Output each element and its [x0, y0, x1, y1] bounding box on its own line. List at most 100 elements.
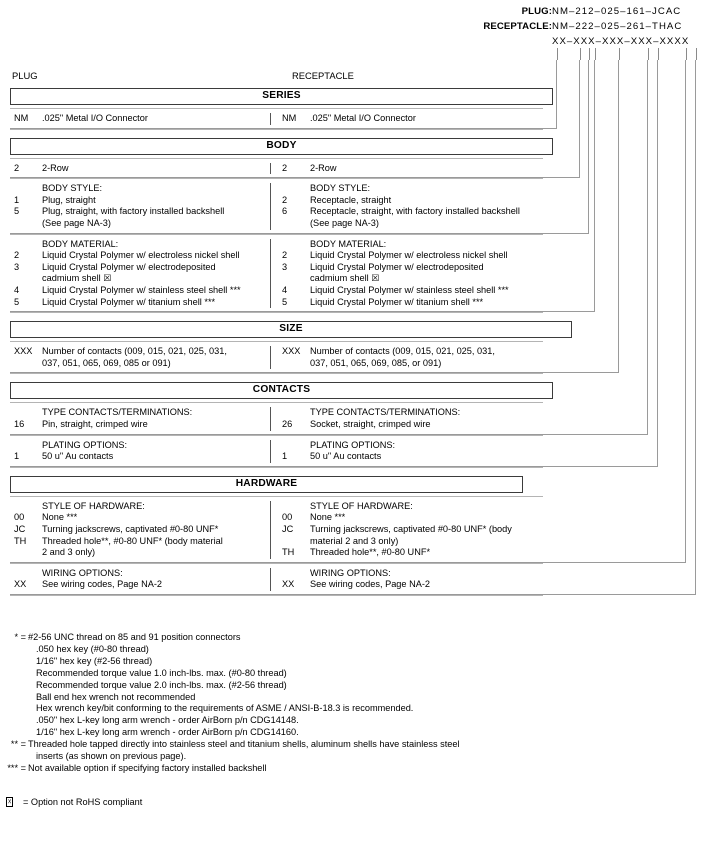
receptacle-option-desc: .025" Metal I/O Connector	[310, 113, 416, 123]
plug-option-desc: None ***	[42, 512, 78, 523]
receptacle-option-code: 1	[282, 451, 288, 462]
footnote-doublestar: ** = Threaded hole tapped directly into …	[6, 739, 696, 751]
part-number-tick-5	[648, 48, 649, 60]
footnote-rohs: ☓ = Option not RoHS compliant	[6, 796, 696, 809]
option-group	[10, 233, 543, 313]
plug-option-code: XX	[14, 579, 27, 590]
part-number-template: XX–XXX–XXX–XXX–XXXX	[552, 36, 690, 47]
plug-option-code: 5	[14, 206, 20, 217]
part-number-tick-3	[595, 48, 596, 60]
receptacle-option-code: 4	[282, 285, 288, 295]
plug-group-header-text: WIRING OPTIONS:	[42, 567, 123, 578]
receptacle-group-header-text: BODY STYLE:	[310, 183, 371, 194]
column-divider	[270, 407, 271, 431]
part-number-row-template: XX–XXX–XXX–XXX–XXXX	[0, 34, 710, 49]
receptacle-option-desc: 2-Row	[310, 162, 337, 173]
plug-option-code: 1	[14, 194, 20, 205]
section-rule	[10, 128, 543, 130]
footnote-triplestar-marker: *** =	[7, 762, 26, 773]
section-title-size: SIZE	[10, 321, 572, 339]
part-number-header: PLUG: NM–212–025–161–JCAC RECEPTACLE: NM…	[0, 4, 710, 52]
column-heading-receptacle: RECEPTACLE	[292, 70, 354, 81]
footnote-star-sub-0: .050 hex key (#0-80 thread)	[36, 643, 149, 654]
plug-option-code: 2	[14, 162, 20, 173]
receptacle-option-desc: Liquid Crystal Polymer w/ titanium shell…	[310, 296, 484, 307]
plug-option-code: 16	[14, 419, 25, 429]
plug-option-desc: .025" Metal I/O Connector	[42, 113, 148, 123]
section-title-hardware: HARDWARE	[10, 475, 523, 493]
plug-option-code: 5	[14, 296, 20, 307]
column-divider	[270, 346, 271, 370]
receptacle-option-code: 5	[282, 296, 288, 307]
plug-group-header-text: BODY MATERIAL:	[42, 238, 119, 249]
receptacle-option-desc: Liquid Crystal Polymer w/ electrodeposit…	[310, 261, 484, 284]
receptacle-option-code: NM	[282, 113, 297, 123]
receptacle-option-code: 6	[282, 206, 288, 217]
plug-option-code: 1	[14, 451, 20, 462]
footnote-star-text: #2-56 UNC thread on 85 and 91 position c…	[28, 632, 241, 642]
plug-option-desc: Liquid Crystal Polymer w/ electroless ni…	[42, 250, 240, 261]
receptacle-option-desc: Receptacle, straight	[310, 194, 392, 205]
footnote-triplestar-text: Not available option if specifying facto…	[28, 762, 267, 773]
part-number-tick-6	[658, 48, 659, 60]
footnote-star-sub-5: Hex wrench key/bit conforming to the req…	[36, 703, 414, 714]
column-divider	[270, 567, 271, 591]
plug-group-header-text: STYLE OF HARDWARE:	[42, 500, 145, 511]
part-number-tick-7	[686, 48, 687, 60]
plug-option-desc: 50 u" Au contacts	[42, 451, 114, 462]
plug-label: PLUG:	[521, 6, 552, 17]
receptacle-option-code: 26	[282, 419, 293, 429]
part-number-tick-1	[580, 48, 581, 60]
plug-option-code: 4	[14, 285, 20, 295]
option-group	[10, 108, 543, 129]
footnote-triplestar: *** = Not available option if specifying…	[6, 763, 696, 775]
footnote-doublestar-marker: ** =	[10, 739, 26, 750]
receptacle-option-code: 3	[282, 261, 288, 272]
column-divider	[270, 238, 271, 309]
plug-option-code: 00	[14, 512, 25, 523]
footnote-star-sub-6: .050" hex L-key long arm wrench - order …	[36, 715, 299, 726]
footnote-doublestar-text: Threaded hole tapped directly into stain…	[28, 739, 460, 750]
plug-group-header-text: TYPE CONTACTS/TERMINATIONS:	[42, 407, 193, 418]
footnote-star-sub-1: 1/16" hex key (#2-56 thread)	[36, 655, 153, 666]
option-group	[10, 495, 543, 563]
plug-group-header-text: PLATING OPTIONS:	[42, 439, 128, 450]
receptacle-option-desc: Liquid Crystal Polymer w/ electroless ni…	[310, 250, 508, 261]
section-title-series: SERIES	[10, 88, 553, 105]
plug-option-code: 2	[14, 250, 20, 261]
receptacle-group-header-text: WIRING OPTIONS:	[310, 567, 391, 578]
receptacle-option-desc: Socket, straight, crimped wire	[310, 419, 431, 429]
receptacle-option-desc: Number of contacts (009, 015, 021, 025, …	[310, 346, 495, 368]
column-headings: PLUG RECEPTACLE	[0, 70, 710, 84]
plug-option-desc: Plug, straight, with factory installed b…	[42, 206, 225, 228]
part-number-row-plug: PLUG: NM–212–025–161–JCAC	[0, 4, 710, 19]
footnote-star: * = #2-56 UNC thread on 85 and 91 positi…	[6, 632, 696, 644]
receptacle-option-code: XX	[282, 579, 295, 590]
receptacle-option-desc: Turning jackscrews, captivated #0-80 UNF…	[310, 524, 512, 546]
receptacle-group-header-text: TYPE CONTACTS/TERMINATIONS:	[310, 407, 461, 418]
section-rule	[10, 312, 543, 314]
receptacle-option-code: JC	[282, 524, 294, 534]
receptacle-group-header-text: BODY MATERIAL:	[310, 238, 387, 249]
option-group	[10, 402, 543, 434]
column-heading-plug: PLUG	[12, 70, 38, 81]
plug-option-desc: Liquid Crystal Polymer w/ titanium shell…	[42, 296, 216, 307]
option-group	[10, 157, 543, 179]
option-group	[10, 434, 543, 467]
plug-option-desc: Turning jackscrews, captivated #0-80 UNF…	[42, 524, 219, 534]
part-number-row-receptacle: RECEPTACLE: NM–222–025–261–THAC	[0, 19, 710, 34]
footnotes: * = #2-56 UNC thread on 85 and 91 positi…	[6, 632, 696, 809]
option-group	[10, 341, 543, 373]
plug-option-desc: Plug, straight	[42, 194, 96, 205]
footnote-star-sub-3: Recommended torque value 2.0 inch-lbs. m…	[36, 679, 287, 690]
plug-option-desc: 2-Row	[42, 162, 69, 173]
part-number-tick-0	[557, 48, 558, 60]
plug-option-desc: Threaded hole**, #0-80 UNF* (body materi…	[42, 535, 223, 558]
column-divider	[270, 113, 271, 125]
column-divider	[270, 439, 271, 463]
footnote-doublestar-cont: inserts (as shown on previous page).	[36, 751, 187, 762]
footnote-star-sub-2: Recommended torque value 1.0 inch-lbs. m…	[36, 667, 287, 678]
plug-option-desc: Liquid Crystal Polymer w/ electrodeposit…	[42, 261, 216, 284]
plug-part-number: NM–212–025–161–JCAC	[552, 6, 682, 17]
receptacle-option-desc: Threaded hole**, #0-80 UNF*	[310, 547, 431, 558]
